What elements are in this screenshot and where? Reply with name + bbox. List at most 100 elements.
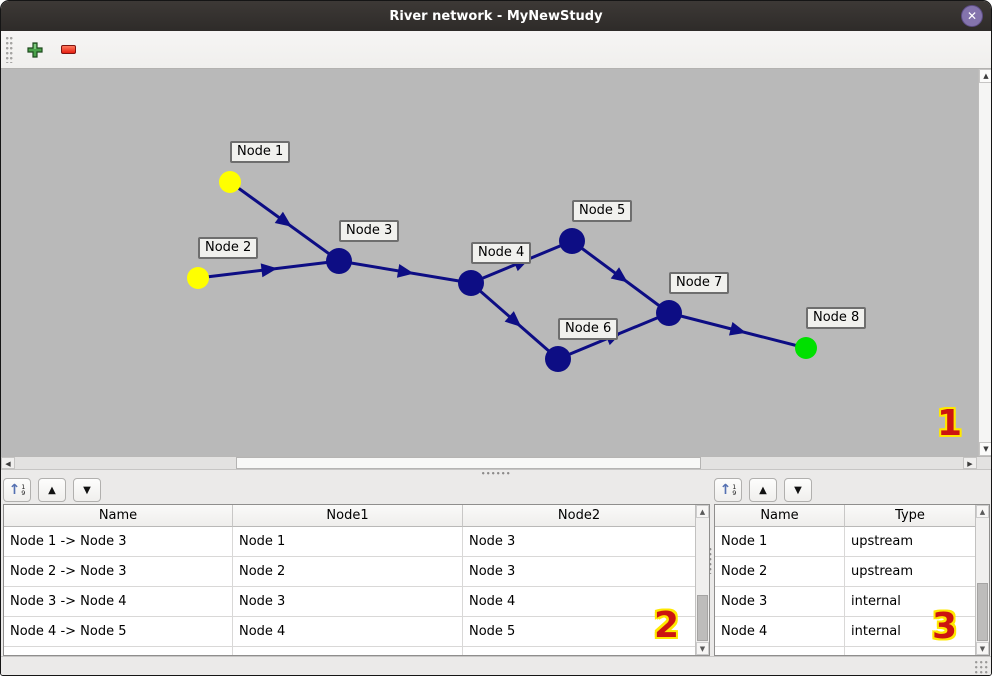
table-row[interactable]	[4, 647, 695, 655]
edge-arrow-icon	[274, 211, 292, 227]
node-label-node-2[interactable]: Node 2	[198, 237, 259, 259]
table-cell[interactable]: Node 5	[463, 617, 695, 647]
table-cell[interactable]: Node 3	[463, 557, 695, 587]
sort-button[interactable]: ↑ 1 9	[714, 478, 742, 502]
table-cell[interactable]: Node 4 -> Node 5	[4, 617, 233, 647]
edge-node-5-node-7[interactable]	[571, 239, 670, 315]
table-cell[interactable]: Node 4	[715, 617, 845, 647]
table-cell[interactable]: Node 1	[233, 527, 463, 557]
node-node-2[interactable]	[187, 267, 209, 289]
node-label-node-8[interactable]: Node 8	[806, 307, 867, 329]
table-cell[interactable]	[463, 647, 695, 655]
table-cell[interactable]: Node 1	[715, 527, 845, 557]
move-down-button[interactable]: ▼	[73, 478, 101, 502]
resize-grip[interactable]	[975, 661, 990, 674]
table-cell[interactable]: internal	[845, 587, 975, 617]
toolbar-grip[interactable]	[6, 36, 13, 63]
column-header-name[interactable]: Name	[4, 505, 233, 527]
canvas-horizontal-scrollbar[interactable]: ◀ ▶	[1, 456, 991, 470]
table-cell[interactable]: Node 3	[463, 527, 695, 557]
scroll-right-icon[interactable]: ▶	[963, 457, 977, 469]
table-cell[interactable]: Node 3 -> Node 4	[4, 587, 233, 617]
table-cell[interactable]	[715, 647, 845, 655]
nodes-table-scrollbar[interactable]: ▲ ▼	[975, 505, 989, 655]
table-cell[interactable]: upstream	[845, 527, 975, 557]
node-node-5[interactable]	[559, 228, 585, 254]
edge-node-1-node-3[interactable]	[229, 180, 340, 263]
table-cell[interactable]: Node 2	[233, 557, 463, 587]
network-svg[interactable]	[1, 69, 977, 456]
move-up-button[interactable]: ▲	[38, 478, 66, 502]
horizontal-scroll-thumb[interactable]	[236, 457, 701, 469]
edge-node-2-node-3[interactable]	[197, 259, 340, 280]
network-canvas[interactable]: ▲ ▼ Node 1 Node 2 Node 3 Node 4 Node 5 Node 6…	[1, 69, 991, 456]
sort-button[interactable]: ↑ 1 9	[3, 478, 31, 502]
table-cell[interactable]: internal	[845, 617, 975, 647]
table-cell[interactable]: Node 3	[233, 587, 463, 617]
scroll-thumb[interactable]	[977, 583, 988, 641]
table-cell[interactable]: Node 1 -> Node 3	[4, 527, 233, 557]
node-label-node-3[interactable]: Node 3	[339, 220, 400, 242]
column-header-node1[interactable]: Node1	[233, 505, 463, 527]
table-cell[interactable]	[845, 647, 975, 655]
node-node-6[interactable]	[545, 346, 571, 372]
scroll-down-icon[interactable]: ▼	[979, 442, 991, 456]
scroll-down-icon[interactable]: ▼	[976, 642, 989, 655]
table-cell[interactable]: upstream	[845, 557, 975, 587]
scroll-down-icon[interactable]: ▼	[696, 642, 709, 655]
table-cell[interactable]: Node 2	[715, 557, 845, 587]
pane-splitter[interactable]	[1, 470, 991, 476]
window-title: River network - MyNewStudy	[389, 8, 603, 24]
edge-node-3-node-4[interactable]	[338, 259, 472, 285]
scroll-up-icon[interactable]: ▲	[696, 505, 709, 518]
scroll-up-icon[interactable]: ▲	[976, 505, 989, 518]
node-label-node-6[interactable]: Node 6	[558, 318, 619, 340]
node-node-8[interactable]	[795, 337, 817, 359]
edges-table-scrollbar[interactable]: ▲ ▼	[695, 505, 709, 655]
add-node-button[interactable]	[21, 36, 49, 64]
node-node-1[interactable]	[219, 171, 241, 193]
title-bar[interactable]: River network - MyNewStudy ✕	[1, 1, 991, 31]
scroll-left-icon[interactable]: ◀	[1, 457, 15, 469]
table-cell[interactable]: Node 2 -> Node 3	[4, 557, 233, 587]
table-row[interactable]	[715, 647, 975, 655]
remove-node-button[interactable]	[54, 36, 82, 64]
canvas-vertical-scrollbar[interactable]: ▲ ▼	[978, 69, 991, 456]
scroll-up-icon[interactable]: ▲	[979, 69, 991, 83]
table-cell[interactable]	[4, 647, 233, 655]
column-header-name[interactable]: Name	[715, 505, 845, 527]
table-cell[interactable]: Node 4	[233, 617, 463, 647]
node-node-3[interactable]	[326, 248, 352, 274]
table-cell[interactable]: Node 3	[715, 587, 845, 617]
table-cell[interactable]: Node 4	[463, 587, 695, 617]
edge-node-7-node-8[interactable]	[668, 311, 807, 350]
scroll-thumb[interactable]	[697, 595, 708, 641]
node-label-node-5[interactable]: Node 5	[572, 200, 633, 222]
table-cell[interactable]	[233, 647, 463, 655]
close-button[interactable]: ✕	[961, 5, 983, 27]
node-label-node-4[interactable]: Node 4	[471, 242, 532, 264]
node-node-4[interactable]	[458, 270, 484, 296]
column-header-node2[interactable]: Node2	[463, 505, 695, 527]
panel-divider-handle[interactable]	[709, 548, 713, 574]
column-header-type[interactable]: Type	[845, 505, 975, 527]
status-bar	[1, 656, 991, 675]
move-up-button[interactable]: ▲	[749, 478, 777, 502]
node-label-node-7[interactable]: Node 7	[669, 272, 730, 294]
move-down-button[interactable]: ▼	[784, 478, 812, 502]
edge-node-4-node-6[interactable]	[470, 281, 559, 361]
node-label-node-1[interactable]: Node 1	[230, 141, 291, 163]
node-node-7[interactable]	[656, 300, 682, 326]
annotation-1: 1	[937, 403, 963, 444]
down-triangle-icon: ▼	[794, 484, 802, 496]
